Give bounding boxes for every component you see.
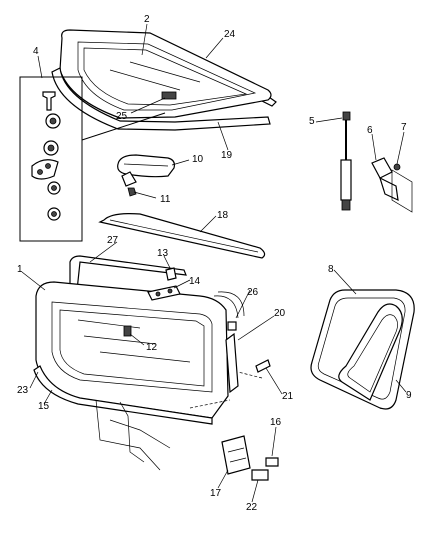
leader-lines — [21, 23, 407, 503]
callout-13: 13 — [157, 248, 169, 259]
callout-6: 6 — [367, 125, 373, 136]
callout-17: 17 — [210, 488, 222, 499]
callout-19: 19 — [221, 150, 233, 161]
callout-2: 2 — [144, 14, 150, 25]
callout-7: 7 — [401, 122, 407, 133]
quarter-window — [310, 289, 415, 410]
callout-labels: 2 24 4 25 19 5 6 7 10 11 18 27 13 14 1 2… — [17, 14, 412, 513]
liftgate-hinge — [371, 157, 413, 213]
mirror-assembly — [117, 154, 175, 197]
callout-1: 1 — [17, 264, 23, 275]
header-bar — [98, 213, 266, 259]
callout-9: 9 — [406, 390, 412, 401]
callout-10: 10 — [192, 154, 204, 165]
callout-18: 18 — [217, 210, 229, 221]
callout-23: 23 — [17, 385, 29, 396]
callout-21: 21 — [282, 391, 294, 402]
callout-16: 16 — [270, 417, 282, 428]
callout-27: 27 — [107, 235, 119, 246]
callout-25: 25 — [116, 111, 128, 122]
liftgate-frame — [33, 281, 263, 475]
callout-26: 26 — [247, 287, 259, 298]
callout-4: 4 — [33, 46, 39, 57]
callout-8: 8 — [328, 264, 334, 275]
upper-glass-assembly — [51, 29, 277, 131]
callout-20: 20 — [274, 308, 286, 319]
callout-12: 12 — [146, 342, 158, 353]
callout-11: 11 — [160, 194, 171, 205]
callout-24: 24 — [224, 29, 236, 40]
fasteners — [213, 291, 279, 481]
liftgate-top-seal — [69, 255, 187, 301]
callout-22: 22 — [246, 502, 258, 513]
lift-support-strut — [340, 111, 352, 211]
hinge-bolt-and-bracket — [147, 267, 181, 301]
callout-15: 15 — [38, 401, 50, 412]
callout-14: 14 — [189, 276, 201, 287]
hardware-kit-box — [19, 76, 166, 242]
callout-5: 5 — [309, 116, 315, 127]
